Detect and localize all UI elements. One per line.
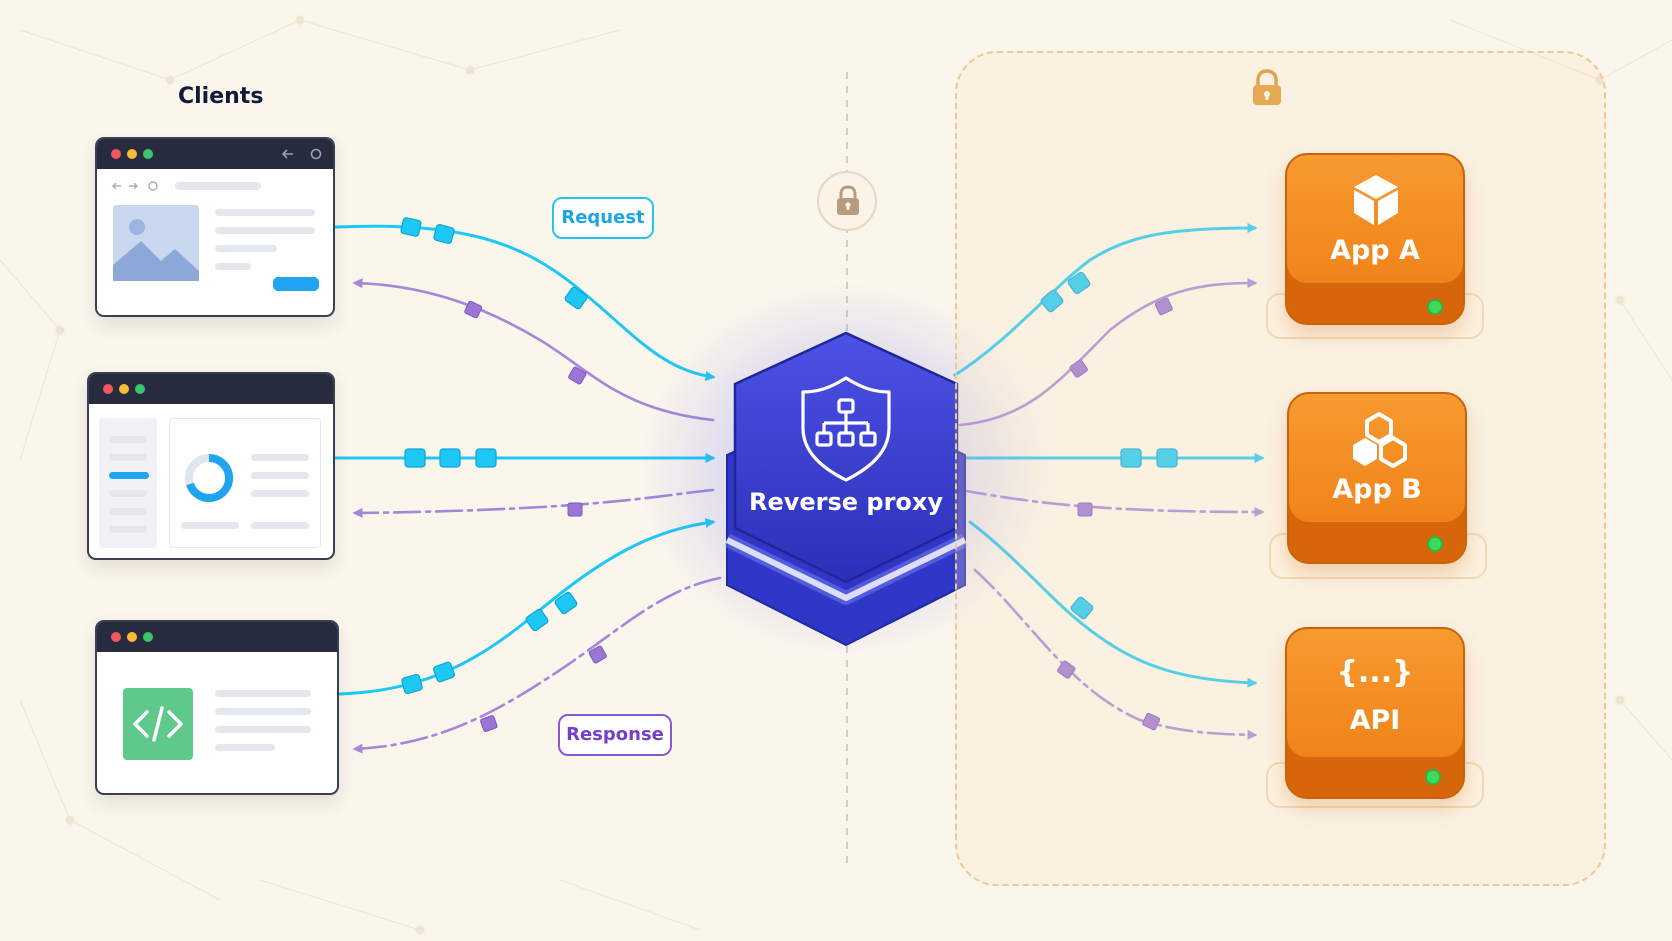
sidebar-line (109, 436, 147, 443)
clients-heading: Clients (178, 84, 264, 109)
client-window-web[interactable] (95, 137, 335, 317)
response-flow-api (973, 568, 1258, 740)
text-line (251, 472, 309, 479)
lock-icon (837, 185, 859, 215)
packet (400, 217, 422, 237)
minimize-dot (127, 632, 137, 642)
request-label: Request (552, 197, 654, 239)
text-line (251, 522, 309, 529)
status-indicator (1427, 536, 1443, 552)
reverse-proxy-label: Reverse proxy (748, 488, 944, 516)
packet (1069, 359, 1088, 378)
packet (564, 286, 588, 310)
close-dot (103, 384, 113, 394)
packet (1156, 448, 1178, 468)
hexagons-icon (1353, 412, 1407, 468)
app-a-server[interactable]: App A (1285, 153, 1465, 325)
maximize-dot (143, 149, 153, 159)
cube-icon (1354, 175, 1398, 225)
packet (464, 300, 483, 319)
shield-network-icon (801, 376, 891, 482)
packet (1120, 448, 1142, 468)
text-line (215, 245, 277, 252)
packet (433, 661, 455, 683)
packet (439, 448, 461, 468)
app-b-label: App B (1332, 474, 1422, 505)
private-network-zone (955, 51, 1606, 886)
response-flow-client-3 (352, 576, 722, 754)
packet (1057, 660, 1076, 679)
text-line (215, 227, 315, 234)
response-label: Response (558, 714, 672, 756)
minimize-dot (119, 384, 129, 394)
background-network (0, 15, 1672, 935)
response-flow-client-1 (352, 278, 715, 422)
image-placeholder-icon (113, 205, 199, 281)
packet (433, 224, 455, 244)
app-b-server[interactable]: App B (1287, 392, 1467, 564)
text-line (215, 744, 275, 751)
window-titlebar (89, 374, 333, 404)
text-line (215, 726, 311, 733)
window-titlebar (97, 622, 337, 652)
packet (404, 448, 426, 468)
text-line (215, 209, 315, 216)
packet (525, 608, 549, 632)
packet (1077, 502, 1093, 517)
sidebar-active-line (109, 472, 149, 479)
request-flow-app-a (953, 223, 1258, 377)
client-window-code[interactable] (95, 620, 339, 795)
api-server[interactable]: {...} API (1285, 627, 1465, 799)
nav-icons (281, 148, 322, 160)
sidebar-line (109, 508, 147, 515)
code-icon (123, 688, 193, 760)
request-packets (400, 217, 1178, 694)
text-line (215, 690, 311, 697)
sidebar-line (109, 526, 147, 533)
maximize-dot (135, 384, 145, 394)
window-titlebar (97, 139, 333, 169)
packet (567, 502, 583, 517)
packet (480, 715, 498, 732)
response-packets (464, 297, 1173, 732)
donut-chart-icon (185, 453, 234, 502)
browser-controls-icon (112, 181, 158, 191)
address-bar (175, 182, 261, 190)
braces-icon: {...} (1336, 655, 1414, 690)
text-line (181, 522, 239, 529)
packet (1070, 596, 1094, 620)
status-indicator (1427, 299, 1443, 315)
text-line (251, 490, 309, 497)
text-line (215, 263, 251, 270)
request-flow-client-1 (333, 224, 716, 381)
dashboard-panel (169, 418, 321, 548)
packet (588, 645, 607, 664)
packet (554, 591, 578, 615)
sidebar-line (109, 454, 147, 461)
sidebar-line (109, 490, 147, 497)
packet (1040, 289, 1064, 313)
text-line (215, 708, 311, 715)
packet (1067, 271, 1091, 295)
reverse-proxy-node[interactable] (636, 280, 1056, 660)
app-a-label: App A (1330, 235, 1420, 266)
api-label: API (1349, 705, 1401, 736)
packet (1154, 297, 1173, 316)
close-dot (111, 632, 121, 642)
text-line (251, 454, 309, 461)
secure-boundary-badge (817, 171, 877, 231)
maximize-dot (143, 632, 153, 642)
packet (401, 674, 423, 694)
packet (1142, 712, 1161, 731)
lock-icon (1253, 69, 1281, 105)
cta-button-shape (273, 277, 319, 291)
minimize-dot (127, 149, 137, 159)
client-window-dashboard[interactable] (87, 372, 335, 560)
packet (475, 448, 497, 468)
status-indicator (1425, 769, 1441, 785)
packet (568, 366, 587, 385)
close-dot (111, 149, 121, 159)
